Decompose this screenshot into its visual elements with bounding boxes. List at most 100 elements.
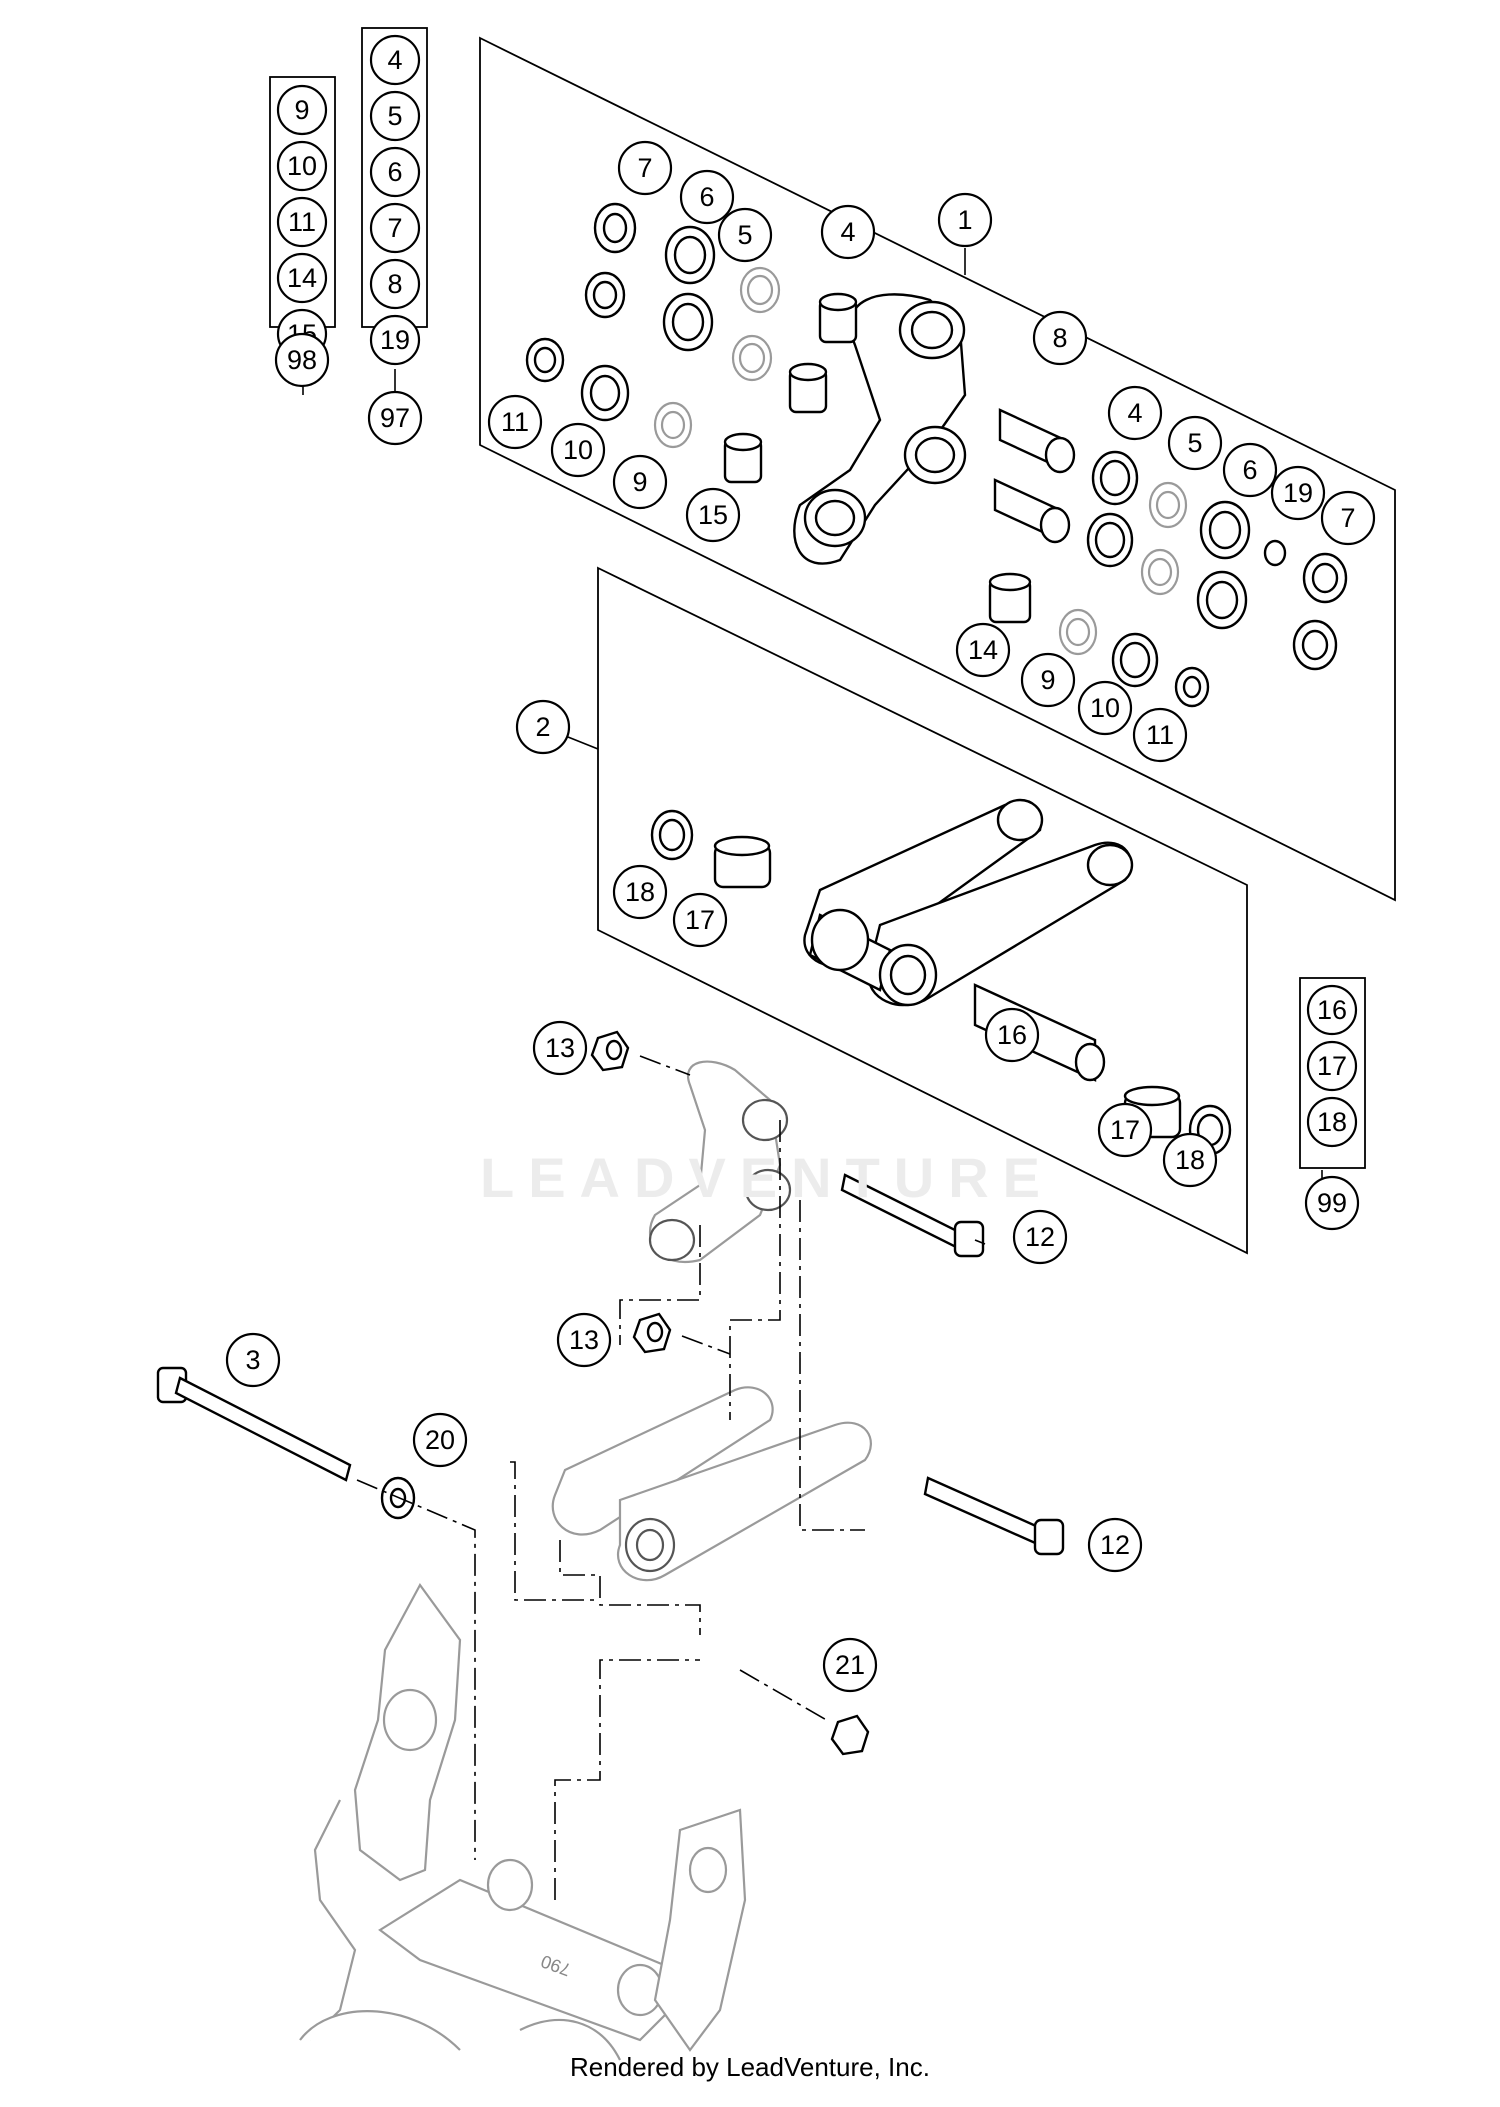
part-callout-11-label: 11 bbox=[501, 407, 529, 437]
nut-13-upper bbox=[590, 1030, 630, 1072]
part-callout-13-label: 13 bbox=[569, 1325, 599, 1355]
part-callout-6-label: 6 bbox=[1242, 455, 1257, 485]
part-callout-19-label: 19 bbox=[1283, 478, 1313, 508]
kit-99-item-18: 18 bbox=[1306, 1096, 1358, 1148]
part-callout-12: 12 bbox=[1087, 1517, 1143, 1573]
pull-rod bbox=[803, 798, 1134, 1007]
part-callout-11-label: 11 bbox=[1146, 720, 1174, 750]
part-callout-1: 1 bbox=[937, 192, 993, 248]
part-callout-6: 6 bbox=[679, 169, 735, 225]
kit-97-item-8: 8 bbox=[369, 258, 421, 310]
part-callout-12: 12 bbox=[1012, 1209, 1068, 1265]
bearing-parts-left bbox=[525, 202, 858, 484]
kit-98-item-11-label: 11 bbox=[288, 207, 316, 237]
bolt-12-lower bbox=[923, 1476, 1065, 1556]
kit-97-item-5-label: 5 bbox=[387, 101, 402, 131]
part-callout-14-label: 14 bbox=[968, 635, 998, 665]
part-callout-11: 11 bbox=[1132, 707, 1188, 763]
part-callout-17: 17 bbox=[672, 892, 728, 948]
part-callout-15: 15 bbox=[685, 487, 741, 543]
kit-97-item-4: 4 bbox=[369, 34, 421, 86]
kit-97-item-5: 5 bbox=[369, 90, 421, 142]
part-callout-17-label: 17 bbox=[1110, 1115, 1140, 1145]
kit-98-item-10-label: 10 bbox=[287, 151, 317, 181]
kit-callout-98: 98 bbox=[274, 332, 330, 388]
footer-credit: Rendered by LeadVenture, Inc. bbox=[570, 2052, 930, 2082]
part-callout-18: 18 bbox=[612, 864, 668, 920]
pull-rod-ghost bbox=[551, 1386, 872, 1582]
kit-98-item-10: 10 bbox=[276, 140, 328, 192]
part-callout-20-label: 20 bbox=[425, 1425, 455, 1455]
part-callout-16: 16 bbox=[984, 1007, 1040, 1063]
part-callout-15-label: 15 bbox=[698, 500, 728, 530]
part-callout-6-label: 6 bbox=[699, 182, 714, 212]
part-callout-10: 10 bbox=[550, 422, 606, 478]
part-callout-1-label: 1 bbox=[957, 205, 972, 235]
kit-99-item-18-label: 18 bbox=[1317, 1107, 1347, 1137]
kit-callout-97-label: 97 bbox=[380, 403, 410, 433]
kit-98-item-9: 9 bbox=[276, 84, 328, 136]
watermark-text: LEADVENTURE bbox=[480, 1146, 1055, 1209]
part-callout-2: 2 bbox=[515, 699, 571, 755]
frame-section: 790 bbox=[299, 1582, 747, 2061]
kit-98-item-14: 14 bbox=[276, 252, 328, 304]
part-callout-3-label: 3 bbox=[245, 1345, 260, 1375]
part-callout-12-label: 12 bbox=[1100, 1530, 1130, 1560]
part-callout-10: 10 bbox=[1077, 680, 1133, 736]
part-callout-5: 5 bbox=[717, 207, 773, 263]
kit-97-item-4-label: 4 bbox=[387, 45, 402, 75]
part-callout-18-label: 18 bbox=[1175, 1145, 1205, 1175]
bolt-3 bbox=[156, 1366, 352, 1482]
kit-98-item-9-label: 9 bbox=[294, 95, 309, 125]
part-callouts: 1234455667789910101111121213131415161717… bbox=[225, 140, 1376, 1693]
part-callout-13: 13 bbox=[556, 1312, 612, 1368]
part-callout-13-label: 13 bbox=[545, 1033, 575, 1063]
kit-97-item-19-label: 19 bbox=[380, 325, 410, 355]
part-callout-19: 19 bbox=[1270, 465, 1326, 521]
part-callout-7-label: 7 bbox=[1340, 503, 1355, 533]
nut-21 bbox=[830, 1714, 870, 1756]
part-callout-21-label: 21 bbox=[835, 1650, 865, 1680]
kit-98-item-11: 11 bbox=[276, 196, 328, 248]
kit-99-item-17-label: 17 bbox=[1317, 1051, 1347, 1081]
part-callout-4-label: 4 bbox=[840, 217, 855, 247]
kit-callout-98-label: 98 bbox=[287, 345, 317, 375]
kit-lists: 9101114159845678199716171899 bbox=[274, 34, 1360, 1231]
part-callout-9-label: 9 bbox=[1040, 665, 1055, 695]
part-callout-16-label: 16 bbox=[997, 1020, 1027, 1050]
part-callout-14: 14 bbox=[955, 622, 1011, 678]
part-callout-17-label: 17 bbox=[685, 905, 715, 935]
part-callout-7: 7 bbox=[1320, 490, 1376, 546]
kit-callout-99-label: 99 bbox=[1317, 1188, 1347, 1218]
part-callout-5-label: 5 bbox=[737, 220, 752, 250]
part-callout-10-label: 10 bbox=[563, 435, 593, 465]
part-callout-4: 4 bbox=[1107, 385, 1163, 441]
assembly-2-frame bbox=[597, 566, 1248, 1255]
leader-lines bbox=[302, 248, 1323, 1900]
kit-99-item-17: 17 bbox=[1306, 1040, 1358, 1092]
kit-97-item-7: 7 bbox=[369, 202, 421, 254]
part-callout-18-label: 18 bbox=[625, 877, 655, 907]
part-callout-13: 13 bbox=[532, 1020, 588, 1076]
part-callout-6: 6 bbox=[1222, 442, 1278, 498]
bolt-12-upper bbox=[840, 1173, 985, 1258]
kit-callout-97: 97 bbox=[367, 390, 423, 446]
kit-99-item-16: 16 bbox=[1306, 984, 1358, 1036]
bearing-parts-right bbox=[988, 408, 1348, 708]
part-callout-4: 4 bbox=[820, 204, 876, 260]
part-callout-9-label: 9 bbox=[632, 467, 647, 497]
part-callout-8-label: 8 bbox=[1052, 323, 1067, 353]
part-callout-9: 9 bbox=[1020, 652, 1076, 708]
part-callout-7-label: 7 bbox=[637, 153, 652, 183]
part-callout-7: 7 bbox=[617, 140, 673, 196]
part-callout-11: 11 bbox=[487, 394, 543, 450]
part-callout-9: 9 bbox=[612, 454, 668, 510]
part-callout-20: 20 bbox=[412, 1412, 468, 1468]
part-callout-12-label: 12 bbox=[1025, 1222, 1055, 1252]
nut-13-lower bbox=[632, 1312, 672, 1354]
kit-97-item-7-label: 7 bbox=[387, 213, 402, 243]
part-callout-2-label: 2 bbox=[535, 712, 550, 742]
pull-rod-bearings bbox=[650, 809, 1232, 1156]
part-callout-10-label: 10 bbox=[1090, 693, 1120, 723]
